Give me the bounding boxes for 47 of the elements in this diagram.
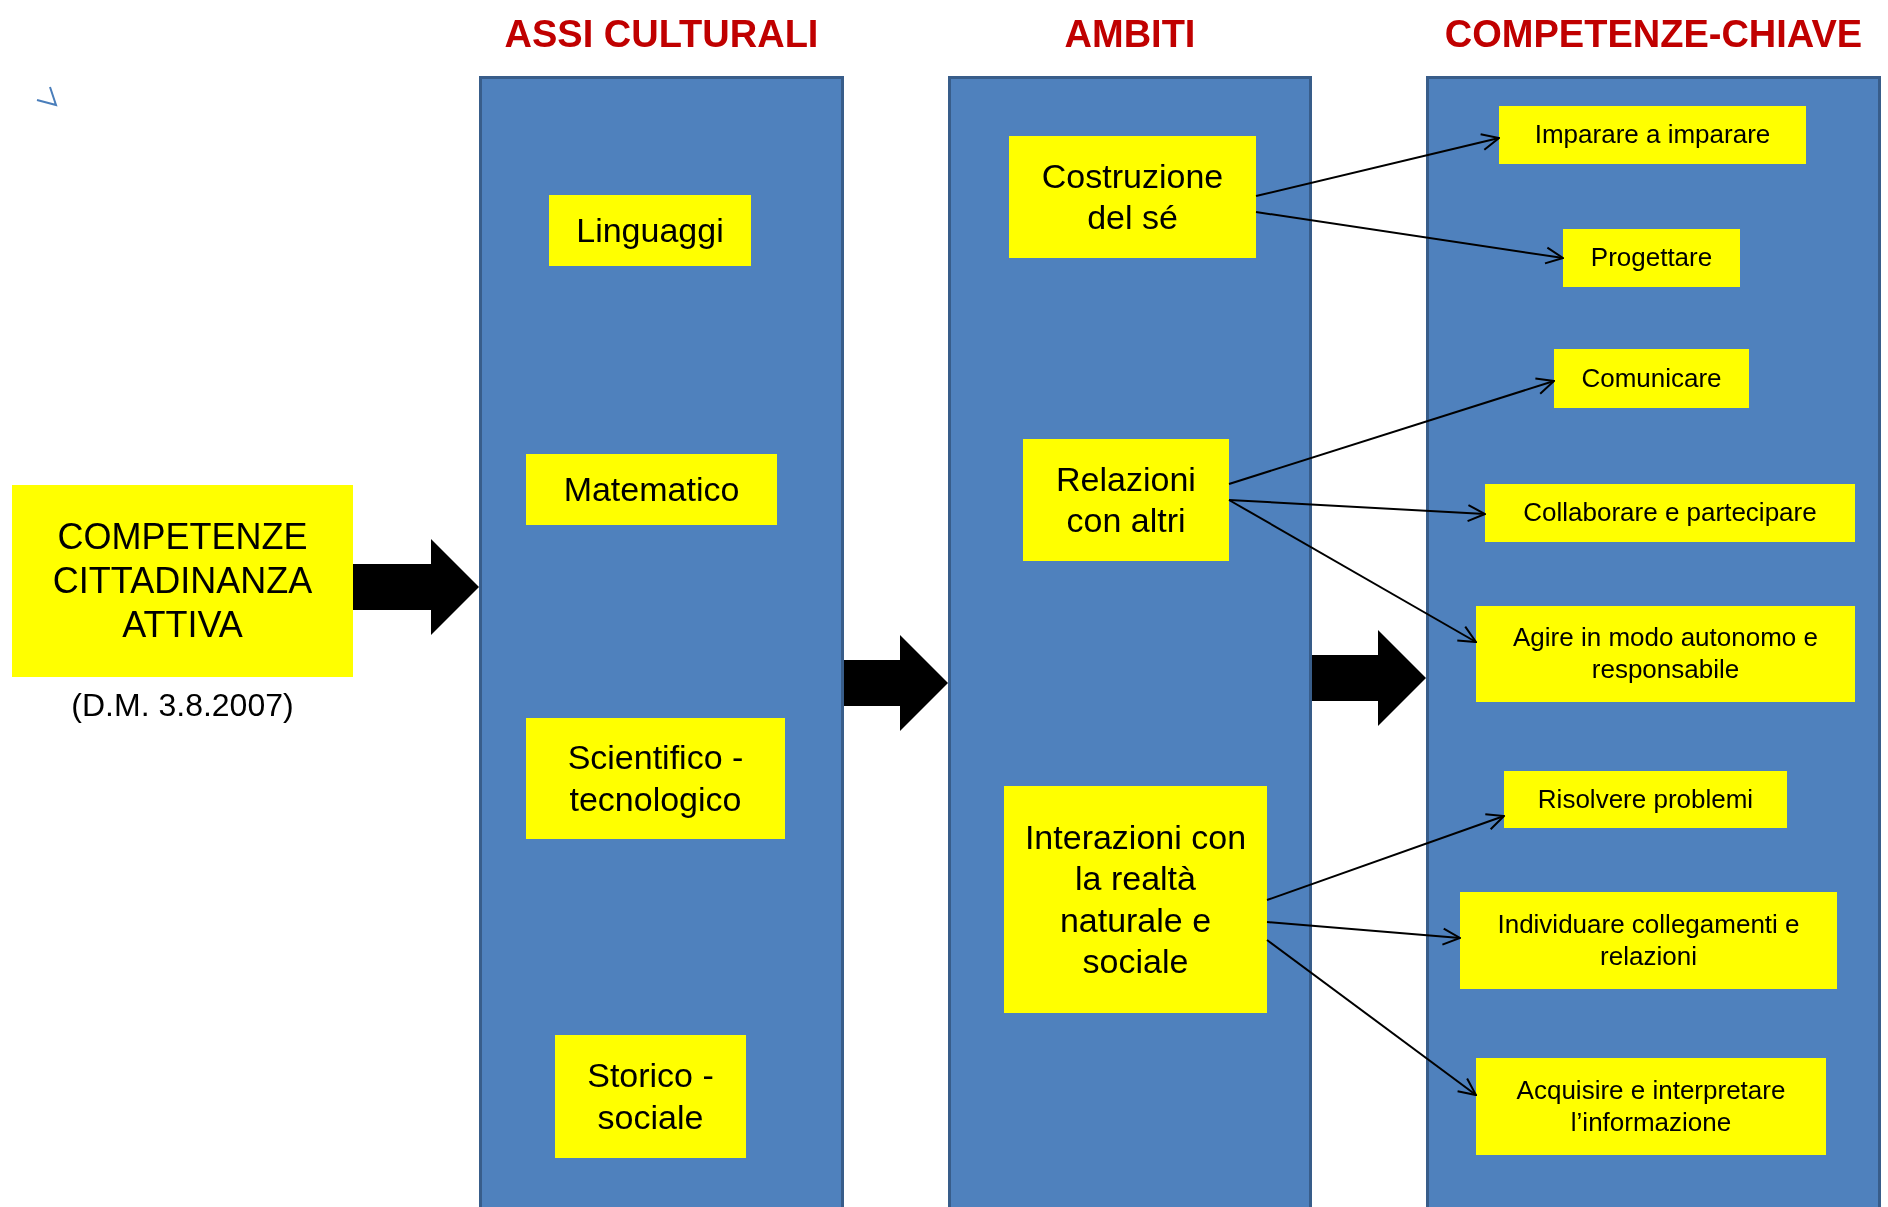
competence-box [1499,106,1806,164]
box-text: Imparare a imparare [1534,119,1771,151]
box-text: Agire in modo autonomo e responsabile [1512,622,1819,686]
arrow [1266,813,1505,901]
competence-box [1476,606,1855,702]
box-text: Storico -sociale [586,1055,715,1138]
arrow [1266,921,1461,946]
arrow [1228,377,1555,485]
category-box [526,718,785,839]
category-box [1009,136,1256,258]
box-text: Individuare collegamenti e relazioni [1496,908,1801,973]
column-heading: ASSI CULTURALI [504,13,819,56]
column-heading: COMPETENZE-CHIAVE [1444,13,1863,56]
arrow [1228,499,1486,523]
box-text: Matematico [563,468,740,510]
competence-box [1504,771,1787,828]
competence-box [1476,1058,1826,1155]
box-text: Relazioni con altri [1055,458,1197,541]
column-heading: AMBITI [1064,13,1196,56]
box-text: Comunicare [1581,362,1722,395]
box-text: Scientifico -tecnologico [566,737,745,820]
block-arrow [844,635,948,731]
category-box [549,195,751,266]
box-text: Risolvere problemi [1537,783,1754,816]
competence-box [1554,349,1749,408]
arrow [1266,939,1477,1096]
box-text: COMPETENZE CITTADINANZA ATTIVA [51,515,314,647]
category-box [526,454,777,525]
competence-box [1563,229,1740,287]
box-text: Acquisire e interpretare l’informazione [1515,1074,1787,1139]
category-box [555,1035,746,1158]
note-text: (D.M. 3.8.2007) [71,687,294,724]
box-text: Costruzione del sé [1040,155,1225,238]
box-text: Collaborare e partecipare [1523,497,1817,529]
arrow [1255,211,1564,265]
competence-box [1485,484,1855,542]
arrow [1228,499,1477,643]
box-text: Linguaggi [576,209,724,251]
block-arrow [353,539,479,635]
category-box [1023,439,1229,561]
category-box [1004,786,1267,1013]
competence-box [1460,892,1837,989]
box-text: Interazioni con la realtà naturale e sociale [1023,816,1248,982]
arrow [1255,133,1500,197]
box-text: Progettare [1590,242,1713,274]
title-box [12,485,353,677]
block-arrow [1312,630,1426,726]
